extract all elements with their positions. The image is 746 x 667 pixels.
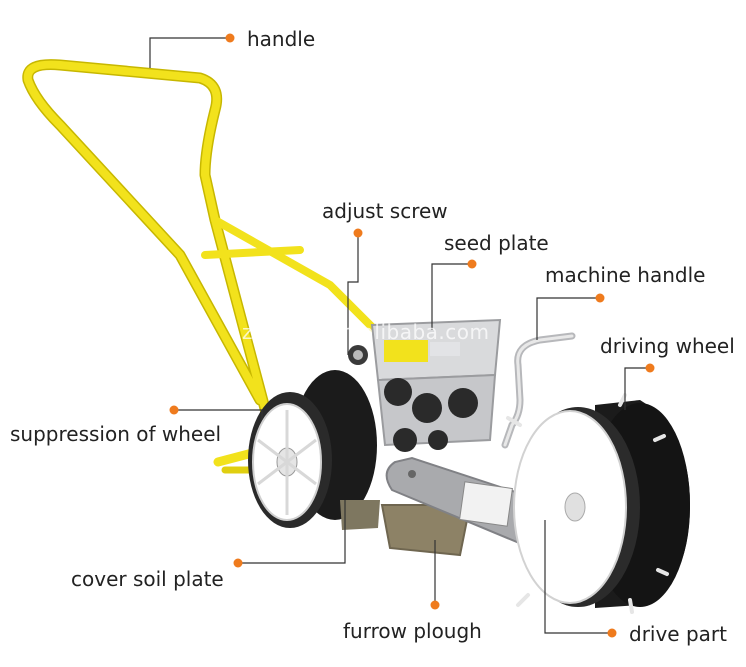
label-driving-wheel: driving wheel [600, 334, 735, 358]
dot-cover-soil [233, 558, 243, 568]
leader-driving-wheel [624, 367, 648, 410]
adjust-screw [348, 345, 368, 365]
dot-machine-handle [595, 293, 605, 303]
leader-drive-part [544, 520, 611, 634]
dot-handle [225, 33, 235, 43]
dot-furrow-plough [430, 600, 440, 610]
leader-suppression [175, 409, 263, 420]
watermark: zzshare.en.alibaba.com [242, 320, 490, 344]
label-seed-plate: seed plate [444, 231, 549, 255]
dot-drive-part [607, 628, 617, 638]
dot-seed-plate [467, 259, 477, 269]
label-drive-part: drive part [629, 622, 727, 646]
label-handle: handle [247, 27, 316, 51]
dot-suppression [169, 405, 179, 415]
leader-handle [149, 37, 228, 68]
driving-wheel [506, 393, 690, 614]
label-cover-soil-plate: cover soil plate [71, 567, 224, 591]
leader-machine-handle [536, 297, 598, 340]
label-adjust-screw: adjust screw [322, 199, 448, 223]
leader-cover-soil [238, 500, 346, 564]
marker-dots [169, 33, 655, 638]
label-machine-handle: machine handle [545, 263, 706, 287]
leader-adjust-screw [347, 234, 359, 355]
label-furrow-plough: furrow plough [343, 619, 482, 643]
leader-lines [149, 37, 648, 634]
leader-seed-plate [431, 263, 470, 330]
label-suppression-of-wheel: suppression of wheel [10, 422, 222, 446]
furrow-plough [340, 500, 472, 557]
suppression-wheel [248, 370, 377, 528]
seed-hopper [370, 318, 502, 452]
dot-adjust-screw [353, 228, 363, 238]
dot-driving-wheel [645, 363, 655, 373]
